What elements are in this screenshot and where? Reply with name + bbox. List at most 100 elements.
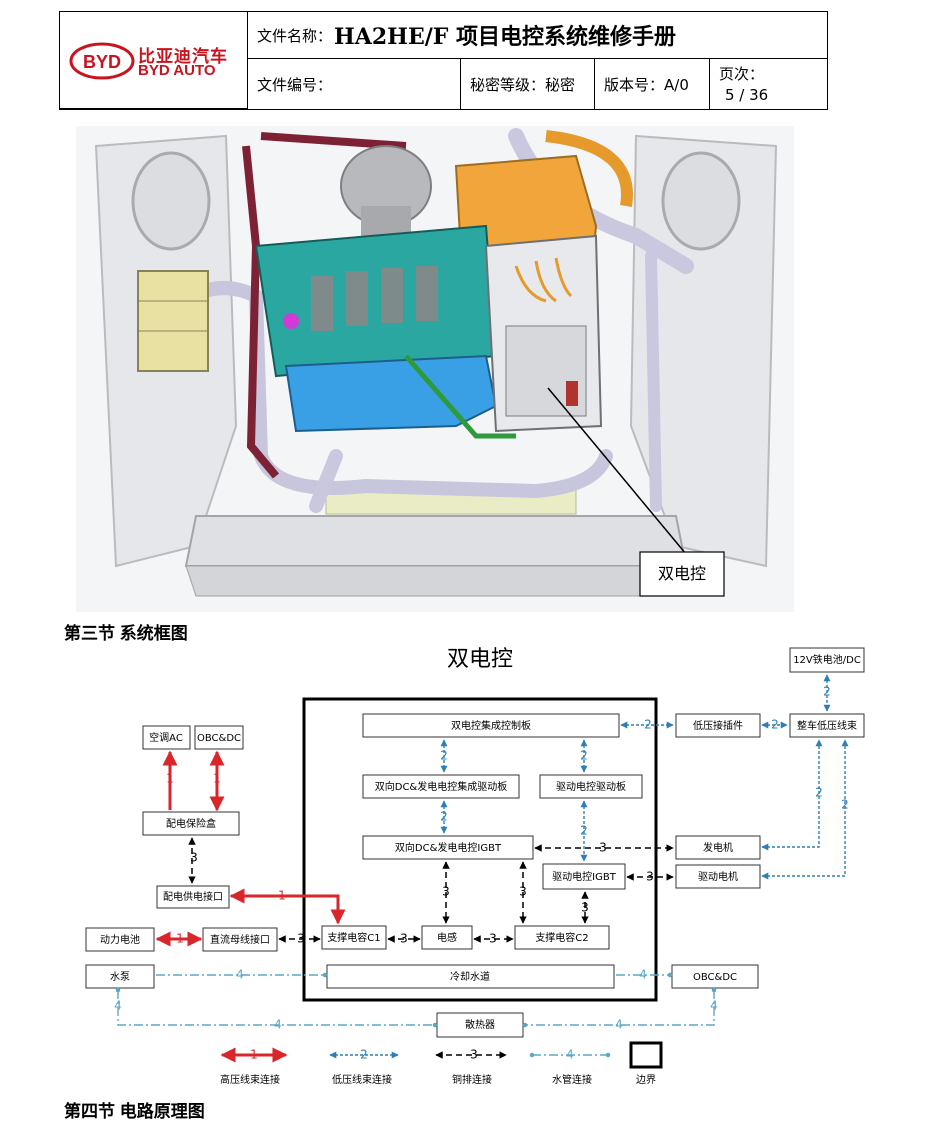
svg-text:双向DC&发电电控集成驱动板: 双向DC&发电电控集成驱动板 bbox=[375, 780, 507, 793]
svg-text:配电供电接口: 配电供电接口 bbox=[163, 890, 223, 903]
box-ac: 空调AC bbox=[142, 725, 191, 750]
svg-text:空调AC: 空调AC bbox=[149, 731, 183, 744]
svg-text:散热器: 散热器 bbox=[465, 1018, 495, 1031]
svg-text:支撑电容C1: 支撑电容C1 bbox=[327, 931, 380, 944]
svg-text:低压接插件: 低压接插件 bbox=[693, 719, 743, 732]
engine-bay-photo: 双电控 bbox=[76, 126, 794, 612]
callout-label: 双电控 bbox=[658, 564, 706, 583]
svg-text:BYD: BYD bbox=[83, 52, 121, 72]
callout-leader-line bbox=[547, 387, 687, 555]
box-integrated-board: 双电控集成控制板 bbox=[362, 713, 620, 738]
svg-text:双电控集成控制板: 双电控集成控制板 bbox=[451, 719, 531, 732]
svg-text:驱动电机: 驱动电机 bbox=[698, 870, 738, 883]
file-name-label: 文件名称： bbox=[257, 26, 333, 45]
svg-text:3: 3 bbox=[442, 885, 450, 899]
page-label: 页次： bbox=[719, 65, 765, 83]
section-3-title: 第三节 系统框图 bbox=[64, 624, 188, 643]
version-cell: 版本号：A/0 bbox=[595, 59, 710, 109]
svg-text:2: 2 bbox=[360, 1048, 368, 1062]
svg-text:2: 2 bbox=[841, 798, 849, 812]
water-connections: 4 4 44 44 bbox=[114, 968, 718, 1032]
svg-text:2: 2 bbox=[440, 810, 448, 824]
file-number-cell: 文件编号： bbox=[248, 59, 461, 109]
box-cooling-channel: 冷却水道 bbox=[326, 964, 615, 989]
svg-text:2: 2 bbox=[823, 685, 831, 699]
svg-text:支撑电容C2: 支撑电容C2 bbox=[535, 931, 588, 944]
oil-pan bbox=[284, 354, 498, 433]
svg-text:3: 3 bbox=[489, 932, 497, 946]
svg-text:驱动电控驱动板: 驱动电控驱动板 bbox=[556, 780, 626, 793]
svg-text:4: 4 bbox=[236, 968, 244, 982]
section-4-title: 第四节 电路原理图 bbox=[64, 1102, 205, 1121]
engine-block bbox=[254, 224, 498, 378]
svg-text:3: 3 bbox=[599, 841, 607, 855]
box-bidir-igbt: 双向DC&发电电控IGBT bbox=[362, 835, 534, 860]
box-power-battery: 动力电池 bbox=[85, 927, 155, 952]
svg-text:配电保险盒: 配电保险盒 bbox=[166, 817, 216, 830]
svg-text:4: 4 bbox=[639, 968, 647, 982]
box-lv-plug: 低压接插件 bbox=[675, 713, 761, 738]
box-obc-dc-top: OBC&DC bbox=[194, 725, 244, 750]
svg-text:2: 2 bbox=[580, 824, 588, 838]
svg-text:2: 2 bbox=[771, 718, 779, 732]
svg-text:12V铁电池/DC: 12V铁电池/DC bbox=[793, 653, 861, 666]
svg-text:2: 2 bbox=[815, 786, 823, 800]
svg-text:4: 4 bbox=[710, 999, 718, 1013]
svg-text:动力电池: 动力电池 bbox=[100, 933, 140, 946]
document-header: BYD 比亚迪汽车 BYD AUTO 文件名称： HA2HE/F 项目电控系统维… bbox=[59, 11, 828, 110]
box-inductor: 电感 bbox=[421, 925, 473, 950]
svg-text:2: 2 bbox=[580, 749, 588, 763]
svg-text:直流母线接口: 直流母线接口 bbox=[210, 933, 270, 946]
svg-text:2: 2 bbox=[644, 718, 652, 732]
legend-lv-label: 低压线束连接 bbox=[332, 1073, 392, 1086]
svg-text:OBC&DC: OBC&DC bbox=[197, 733, 241, 744]
box-drive-igbt: 驱动电控IGBT bbox=[542, 863, 626, 890]
fuse-box bbox=[137, 270, 209, 372]
legend-boundary-label: 边界 bbox=[636, 1074, 656, 1086]
box-pdu: 配电保险盒 bbox=[142, 811, 240, 836]
svg-text:水泵: 水泵 bbox=[110, 971, 130, 983]
svg-text:4: 4 bbox=[566, 1048, 574, 1062]
box-dc-bus-port: 直流母线接口 bbox=[202, 927, 278, 952]
svg-text:1: 1 bbox=[213, 772, 221, 786]
box-drive-motor: 驱动电机 bbox=[675, 864, 761, 889]
svg-text:1: 1 bbox=[278, 889, 286, 903]
front-crossmember bbox=[184, 515, 688, 567]
svg-text:3: 3 bbox=[581, 901, 589, 915]
svg-text:整车低压线束: 整车低压线束 bbox=[797, 719, 857, 732]
callout-box bbox=[639, 551, 725, 597]
legend-boundary-box bbox=[629, 1041, 663, 1069]
box-cap-c1: 支撑电容C1 bbox=[321, 925, 387, 950]
byd-logo-icon: BYD bbox=[69, 42, 135, 80]
svg-text:4: 4 bbox=[274, 1018, 282, 1032]
box-radiator: 散热器 bbox=[436, 1012, 524, 1038]
box-12v-battery: 12V铁电池/DC bbox=[789, 647, 865, 673]
brand-name-en: BYD AUTO bbox=[138, 62, 216, 79]
brand-name-cn: 比亚迪汽车 bbox=[138, 47, 228, 67]
svg-text:1: 1 bbox=[166, 772, 174, 786]
svg-text:4: 4 bbox=[114, 999, 122, 1013]
box-generator: 发电机 bbox=[675, 835, 761, 860]
svg-text:1: 1 bbox=[250, 1048, 258, 1062]
svg-text:电感: 电感 bbox=[437, 931, 457, 944]
svg-text:发电机: 发电机 bbox=[703, 841, 733, 854]
box-water-pump: 水泵 bbox=[85, 964, 155, 989]
page-cell: 页次： 5 / 36 bbox=[710, 59, 828, 109]
svg-text:3: 3 bbox=[190, 851, 198, 865]
svg-text:1: 1 bbox=[176, 932, 184, 946]
file-name-value: HA2HE/F 项目电控系统维修手册 bbox=[334, 24, 677, 50]
file-name-cell: 文件名称： HA2HE/F 项目电控系统维修手册 bbox=[248, 12, 828, 59]
svg-text:3: 3 bbox=[297, 932, 305, 946]
svg-text:3: 3 bbox=[400, 932, 408, 946]
diagram-title: 双电控 bbox=[447, 647, 513, 672]
box-cap-c2: 支撑电容C2 bbox=[514, 925, 610, 950]
hv-connections: 1 1 1 1 bbox=[155, 750, 346, 947]
svg-text:驱动电控IGBT: 驱动电控IGBT bbox=[552, 870, 617, 883]
legend-water-label: 水管连接 bbox=[552, 1073, 592, 1086]
box-bidir-driver-board: 双向DC&发电电控集成驱动板 bbox=[362, 774, 520, 799]
page-value: 5 / 36 bbox=[725, 86, 769, 104]
svg-text:2: 2 bbox=[440, 749, 448, 763]
svg-text:3: 3 bbox=[646, 870, 654, 884]
svg-text:3: 3 bbox=[519, 885, 527, 899]
secrecy-cell: 秘密等级：秘密 bbox=[461, 59, 595, 109]
